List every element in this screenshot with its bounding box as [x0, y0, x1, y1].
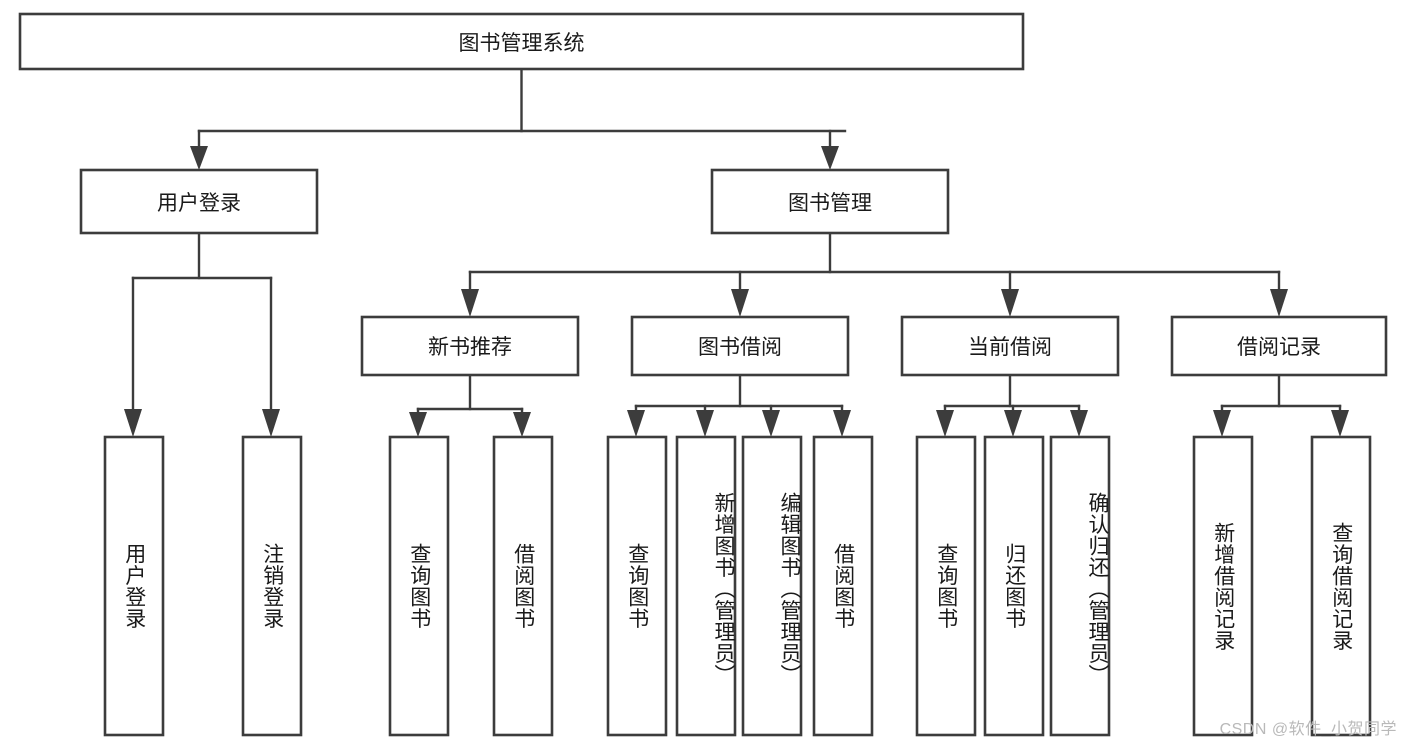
node-layer	[18, 12, 1388, 737]
arrowhead-borrow	[731, 289, 749, 317]
node-leaf-3-box[interactable]	[492, 435, 554, 737]
arrowhead-current	[1001, 289, 1019, 317]
arrowhead-record-leaf-2	[1331, 410, 1349, 437]
arrowhead-current-leaf-2	[1004, 410, 1022, 437]
arrowhead-current-leaf-3	[1070, 410, 1088, 437]
node-leaf-7-box[interactable]	[812, 435, 874, 737]
arrowhead-newbook-leaf-2	[513, 412, 531, 437]
node-leaf-4-box[interactable]	[606, 435, 668, 737]
arrowhead-user-login	[190, 146, 208, 170]
connector-layer	[124, 67, 1349, 437]
node-leaf-11-box[interactable]	[1192, 435, 1254, 737]
watermark-text: CSDN @软件_小贺同学	[1219, 721, 1397, 738]
node-leaf-12-box[interactable]	[1310, 435, 1372, 737]
node-level3-1-box[interactable]	[630, 315, 850, 377]
node-leaf-8-box[interactable]	[915, 435, 977, 737]
arrowhead-borrow-leaf-2	[696, 410, 714, 437]
node-level3-2-box[interactable]	[900, 315, 1120, 377]
node-level3-3-box[interactable]	[1170, 315, 1388, 377]
arrowhead-record	[1270, 289, 1288, 317]
arrowhead-borrow-leaf-3	[762, 410, 780, 437]
node-leaf-1-box[interactable]	[241, 435, 303, 737]
node-root-box[interactable]	[18, 12, 1025, 71]
arrowhead-borrow-leaf-4	[833, 410, 851, 437]
node-leaf-10-box[interactable]	[1049, 435, 1111, 737]
arrowhead-record-leaf-1	[1213, 410, 1231, 437]
arrowhead-leaf-logout	[262, 409, 280, 437]
node-level2-1-box[interactable]	[710, 168, 950, 235]
node-leaf-6-box[interactable]	[741, 435, 803, 737]
arrowhead-leaf-user-login	[124, 409, 142, 437]
node-leaf-0-box[interactable]	[103, 435, 165, 737]
node-leaf-9-box[interactable]	[983, 435, 1045, 737]
arrowhead-current-leaf-1	[936, 410, 954, 437]
arrowhead-book-manage	[821, 146, 839, 170]
node-leaf-5-box[interactable]	[675, 435, 737, 737]
node-level2-0-box[interactable]	[79, 168, 319, 235]
arrowhead-newbook-leaf-1	[409, 412, 427, 437]
arrowhead-borrow-leaf-1	[627, 410, 645, 437]
node-level3-0-box[interactable]	[360, 315, 580, 377]
arrowhead-newbook	[461, 289, 479, 317]
node-leaf-2-box[interactable]	[388, 435, 450, 737]
